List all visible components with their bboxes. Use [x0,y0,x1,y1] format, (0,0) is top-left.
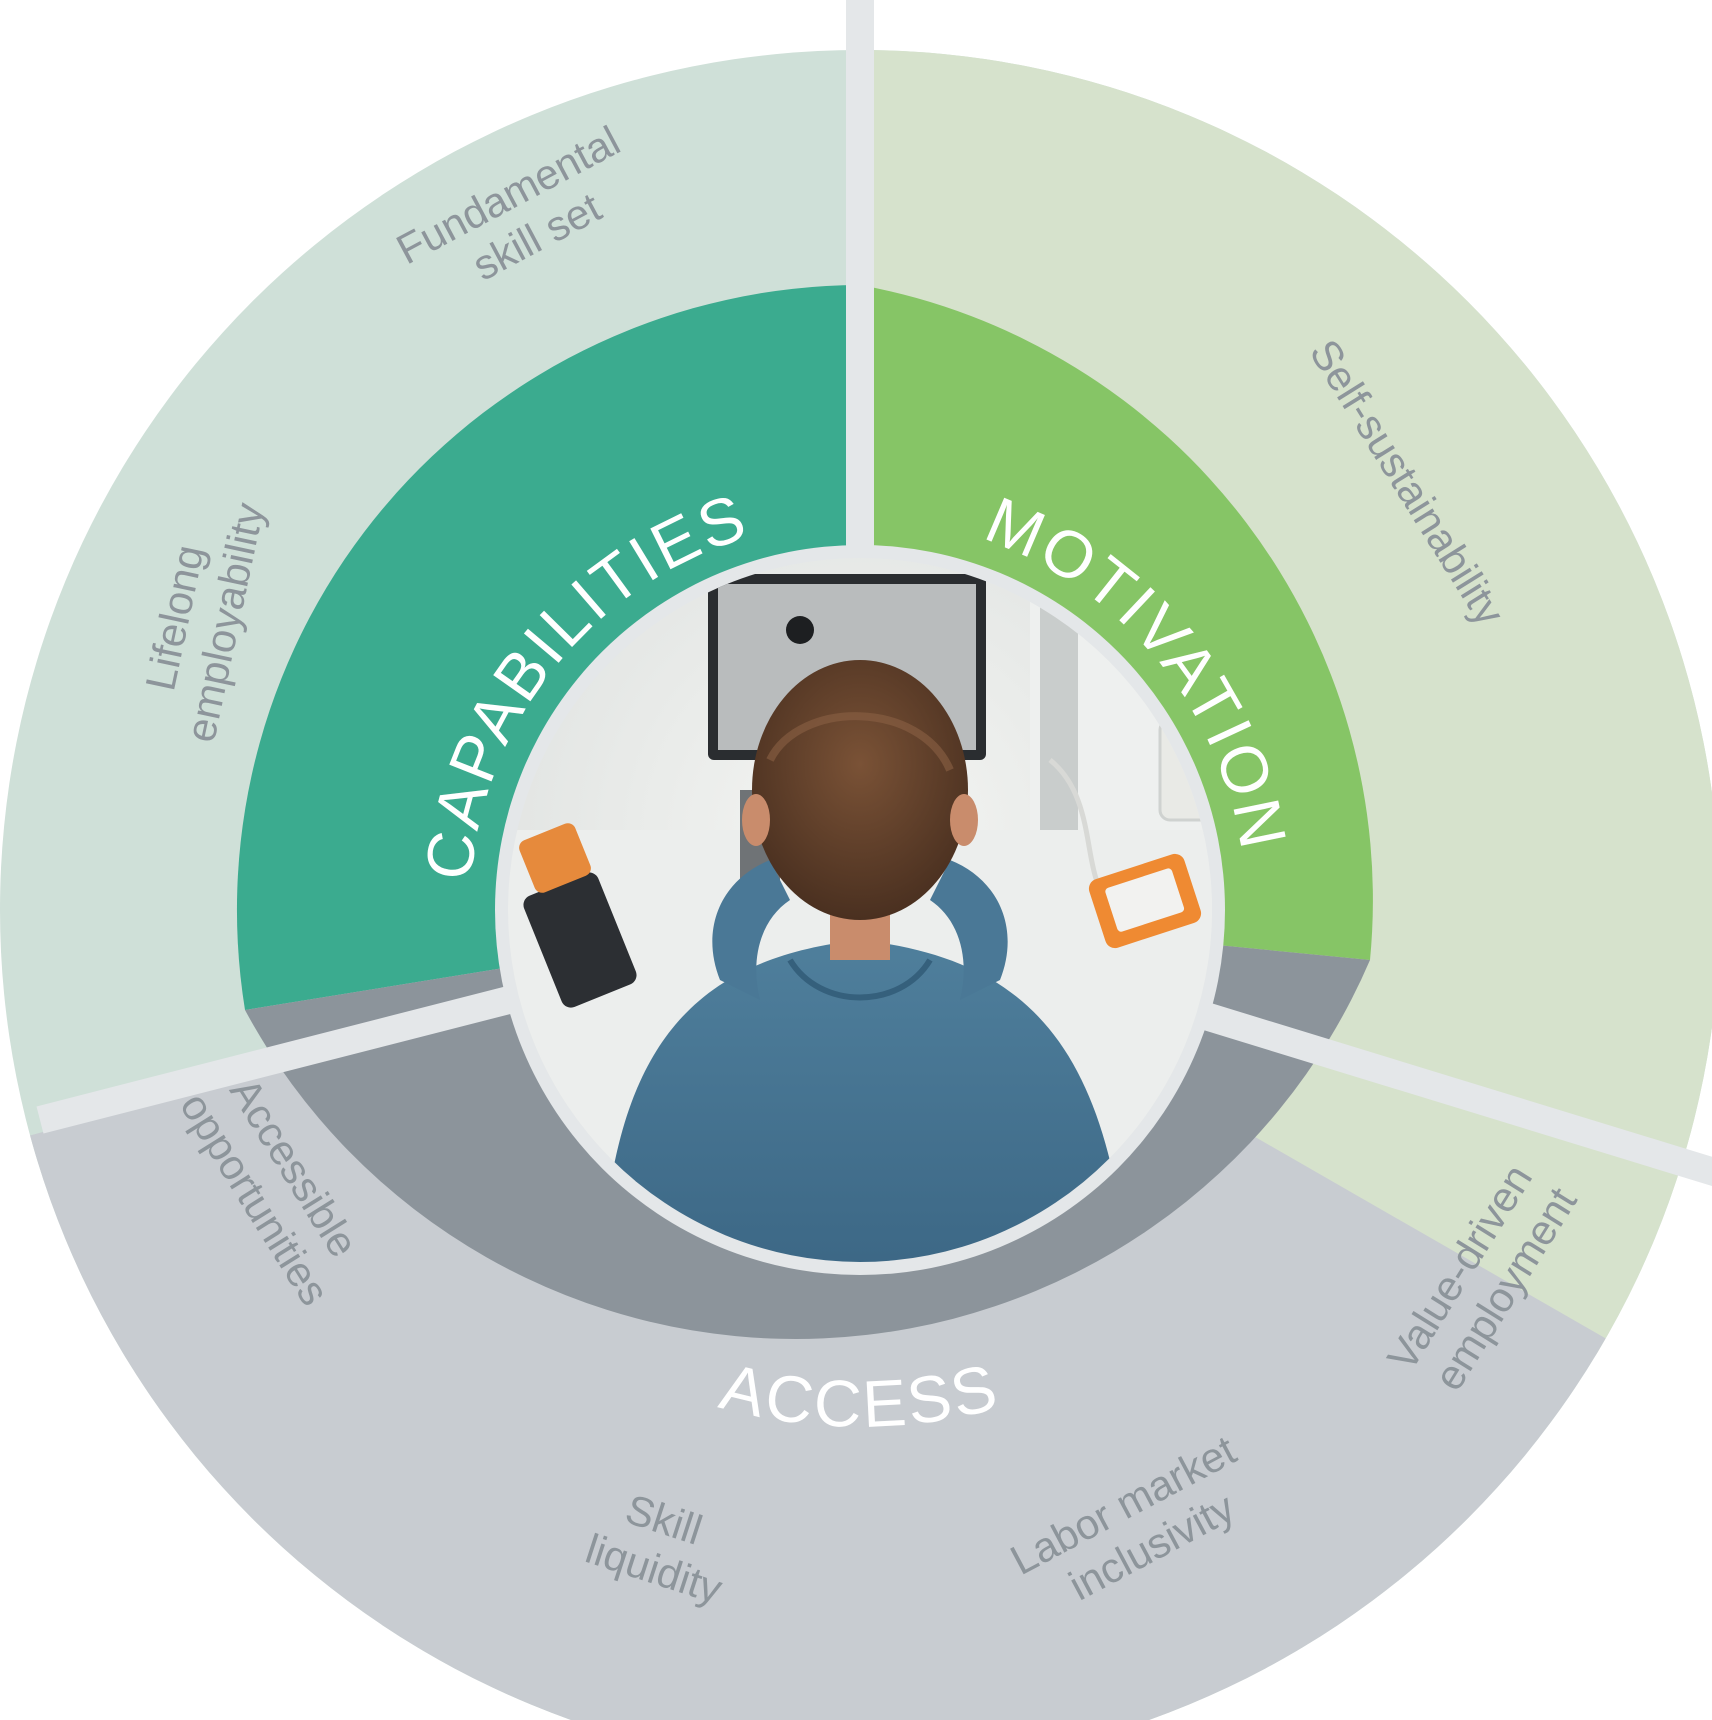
person-shirt [600,940,1130,1262]
hard-drive-icon [1088,853,1202,949]
phone-icon [519,823,637,1008]
person-head [752,660,968,920]
